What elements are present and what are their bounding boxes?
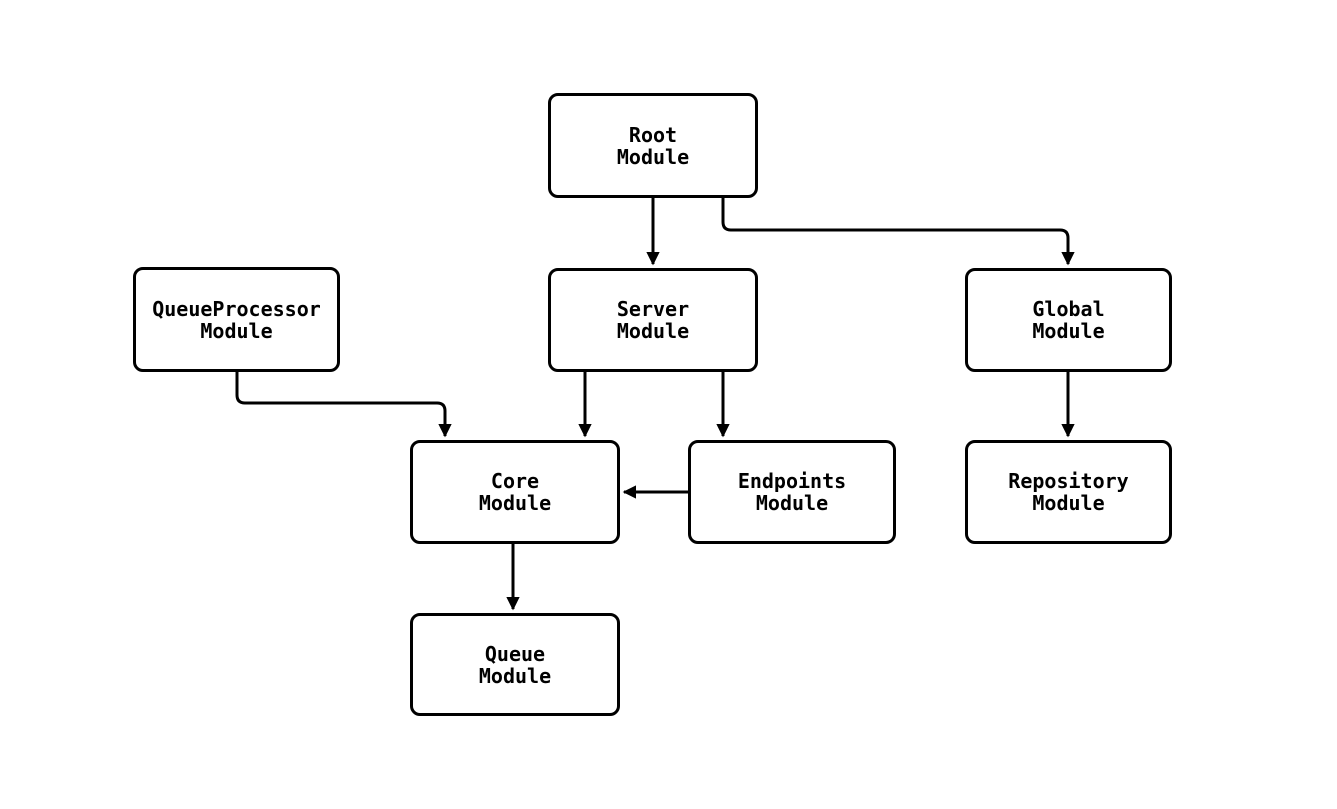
node-root-module-name: Root (628, 122, 678, 147)
node-server-module: Server Module (548, 268, 758, 372)
node-queueprocessor-module-suffix: Module (200, 318, 273, 343)
node-queue-module-suffix: Module (478, 663, 552, 688)
node-server-module-name: Server (616, 297, 690, 321)
node-queueprocessor-module: QueueProcessor Module (133, 267, 340, 372)
node-endpoints-module: Endpoints Module (688, 440, 896, 544)
node-repository-module: Repository Module (965, 440, 1172, 544)
node-core-module-name: Core (490, 469, 540, 493)
node-global-module-name: Global (1032, 297, 1105, 321)
node-queue-module-name: Queue (484, 641, 546, 666)
node-root-module-suffix: Module (616, 144, 690, 169)
edge-root-global (721, 198, 1075, 266)
node-repository-module-suffix: Module (1032, 491, 1105, 515)
node-repository-module-name: Repository (1008, 469, 1129, 493)
node-core-module: Core Module (410, 440, 620, 544)
node-endpoints-module-name: Endpoints (737, 469, 847, 493)
node-endpoints-module-suffix: Module (755, 491, 829, 515)
node-core-module-suffix: Module (478, 491, 552, 515)
edge-queueprocessor-core (235, 372, 452, 438)
node-server-module-suffix: Module (616, 319, 690, 343)
node-queueprocessor-module-name: QueueProcessor (152, 296, 321, 321)
node-root-module: Root Module (548, 93, 758, 198)
node-queue-module: Queue Module (410, 613, 620, 716)
node-global-module-suffix: Module (1032, 319, 1105, 343)
node-global-module: Global Module (965, 268, 1172, 372)
